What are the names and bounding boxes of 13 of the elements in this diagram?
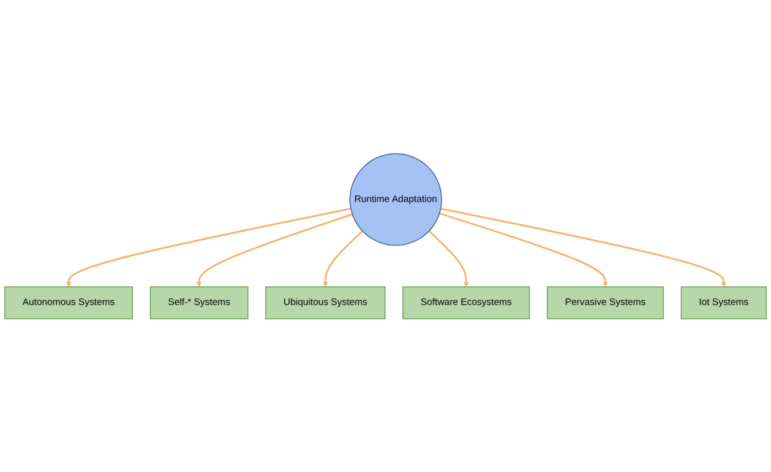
arrow xyxy=(428,230,469,287)
node-box: Iot Systems xyxy=(680,286,767,319)
node-box: Self-* Systems xyxy=(150,286,248,319)
node-box: Pervasive Systems xyxy=(546,286,664,319)
node-box: Software Ecosystems xyxy=(402,286,530,319)
arrow xyxy=(196,213,353,287)
node-box: Ubiquitous Systems xyxy=(265,286,386,319)
arrow xyxy=(439,212,608,287)
arrow xyxy=(66,208,352,287)
node-box: Autonomous Systems xyxy=(4,286,133,319)
node-circle: Runtime Adaptation xyxy=(350,153,442,246)
arrow xyxy=(322,230,364,287)
arrow xyxy=(440,208,726,287)
